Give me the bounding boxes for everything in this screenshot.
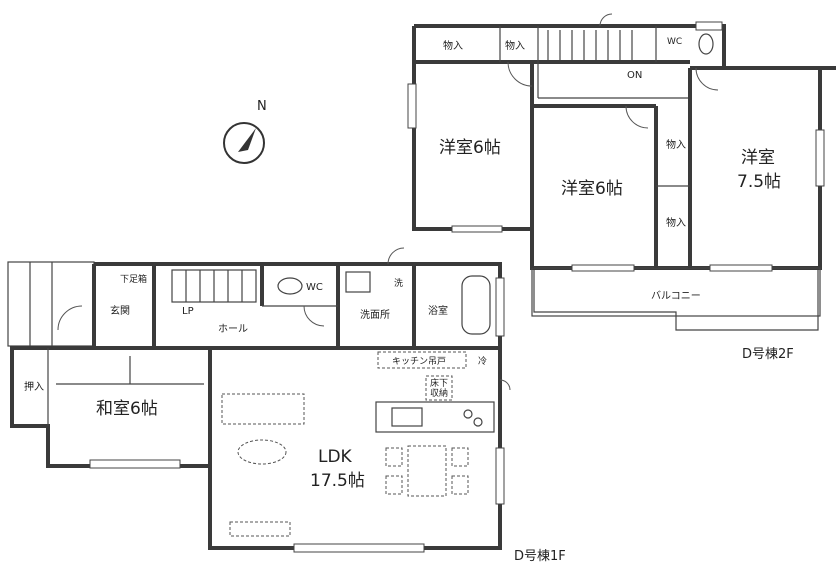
door-storage-top <box>599 13 613 27</box>
room3-label-line2: 7.5帖 <box>737 172 781 192</box>
door-entrance <box>57 305 83 331</box>
tv-board-outline <box>229 521 291 537</box>
window-room3-bottom <box>709 264 773 272</box>
dining-chair-outline <box>385 447 403 467</box>
coffee-table-outline <box>237 439 287 465</box>
window-room2-bottom <box>571 264 635 272</box>
door-washroom-top <box>387 247 405 265</box>
second-floor: 物入 物入 WC ON 洋室6帖 洋室6帖 洋室 7.5帖 物入 物入 バルコニ… <box>407 13 836 362</box>
porch <box>7 261 95 347</box>
stove-burner-icon <box>463 409 473 419</box>
compass-circle <box>223 122 265 164</box>
room1-label: 洋室6帖 <box>439 138 501 158</box>
ldk-label-line1: LDK <box>318 447 353 467</box>
window-room3-right <box>815 129 825 187</box>
storage-d-label: 物入 <box>666 216 686 229</box>
dining-chair-outline <box>451 447 469 467</box>
window-ldk-right <box>495 447 505 505</box>
window-room1-left <box>407 83 417 129</box>
kitchen-cabinet-label: キッチン吊戸 <box>392 356 446 367</box>
closet-label: 押入 <box>24 380 44 393</box>
window-bath-right <box>495 277 505 337</box>
dining-table-outline <box>407 445 447 497</box>
ldk-label-line2: 17.5帖 <box>310 471 365 491</box>
door-room3 <box>695 67 719 91</box>
underfloor-label-line1: 床下 <box>430 377 448 389</box>
floor2-stairs <box>547 30 633 60</box>
wc-2f-label: WC <box>667 37 682 47</box>
toilet-icon-1f <box>277 277 303 295</box>
bathroom-label: 浴室 <box>428 304 448 317</box>
compass: N <box>223 99 267 164</box>
room3-label-line1: 洋室 <box>741 148 775 168</box>
door-ldk-side <box>499 379 511 391</box>
storage-c-label: 物入 <box>666 138 686 151</box>
floor2-title: D号棟2F <box>742 347 794 362</box>
compass-arrow-icon <box>238 128 256 152</box>
stove-burner-icon <box>473 417 483 427</box>
balcony-label: バルコニー <box>651 290 701 302</box>
washbasin-icon <box>345 271 371 293</box>
wash-mark-label: 洗 <box>394 277 403 289</box>
floor1-stairs <box>171 269 257 303</box>
compass-north-label: N <box>257 99 267 114</box>
sofa-outline <box>221 393 305 425</box>
storage-b-label: 物入 <box>505 39 525 52</box>
first-floor: 下足箱 玄関 LP ホール WC 洗 洗面所 浴室 キッチン吊戸 冷 床下 収納… <box>7 247 566 564</box>
kitchen-cabinet-outline <box>377 351 467 369</box>
washitsu-label: 和室6帖 <box>96 399 158 419</box>
window-ldk-bottom <box>293 543 425 553</box>
on-label: ON <box>627 70 642 81</box>
dining-chair-outline <box>385 475 403 495</box>
shoe-closet-label: 下足箱 <box>120 273 147 285</box>
door-wc <box>303 305 325 327</box>
window-washitsu-bottom <box>89 459 181 469</box>
wc-1f-label: WC <box>306 282 323 293</box>
window-room1-bottom <box>451 225 503 233</box>
kitchen-counter <box>375 401 495 433</box>
balcony-rail <box>533 270 819 331</box>
window-wc <box>695 21 723 31</box>
bathtub-icon <box>461 275 491 335</box>
dining-chair-outline <box>451 475 469 495</box>
underfloor-label-line2: 収納 <box>430 387 448 399</box>
entrance-label: 玄関 <box>110 304 130 317</box>
sink-icon <box>391 407 423 427</box>
floor1-title: D号棟1F <box>514 549 566 564</box>
door-room1 <box>507 61 533 87</box>
washroom-label: 洗面所 <box>360 309 390 321</box>
toilet-icon-2f <box>698 33 714 55</box>
lp-label: LP <box>182 306 194 317</box>
storage-a-label: 物入 <box>443 39 463 52</box>
room2-label: 洋室6帖 <box>561 179 623 199</box>
floor1-outer-wall <box>10 262 502 550</box>
fridge-label: 冷 <box>478 355 487 367</box>
hall-label: ホール <box>218 323 248 335</box>
door-room2 <box>625 105 649 129</box>
underfloor-storage-outline <box>425 375 453 401</box>
